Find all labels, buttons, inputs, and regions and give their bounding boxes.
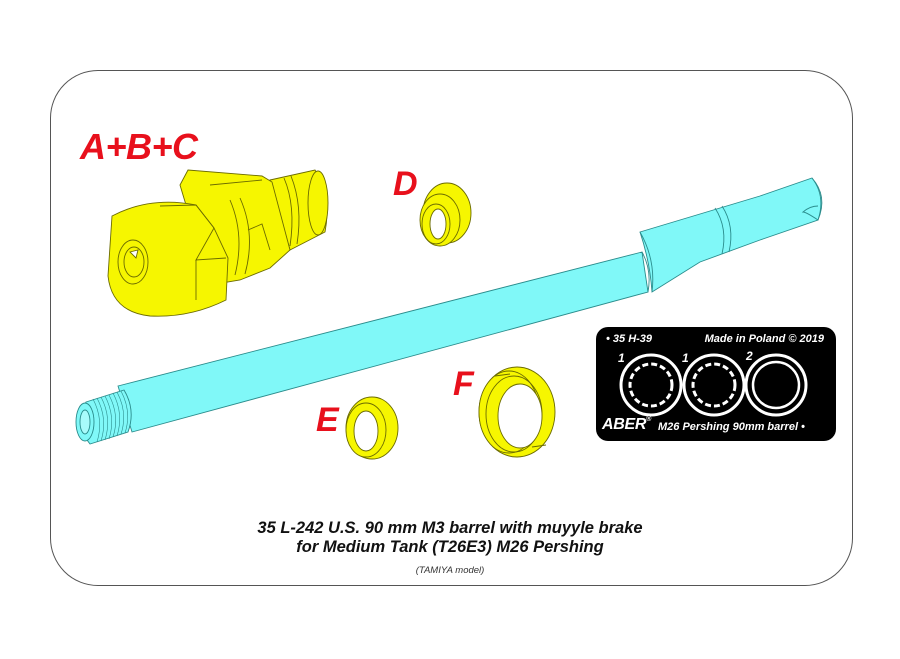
ring-e-icon [345, 396, 399, 460]
ring-number: 1 [618, 351, 625, 365]
photoetch-code: • 35 H-39 [606, 333, 653, 345]
photoetch-rings [619, 353, 808, 417]
label-d: D [393, 165, 418, 203]
ring-number: 2 [746, 349, 753, 363]
product-title: 35 L-242 U.S. 90 mm M3 barrel with muyyl… [257, 519, 643, 537]
barrel-icon [75, 177, 823, 445]
ring-number: 1 [682, 351, 689, 365]
aber-brand: ABER® [602, 416, 651, 433]
toothed-ring-icon [682, 353, 746, 417]
label-abc: A+B+C [80, 126, 198, 167]
photoetch-description: M26 Pershing 90mm barrel • [658, 421, 805, 433]
toothed-ring-icon [619, 353, 683, 417]
label-f: F [453, 365, 474, 403]
product-frame [50, 70, 853, 586]
label-e: E [316, 401, 339, 439]
ring-f-icon [478, 366, 556, 458]
plain-ring-icon [744, 353, 808, 417]
photoetch-made-in: Made in Poland © 2019 [704, 333, 824, 345]
muzzle-brake-icon [107, 169, 329, 317]
ring-d-icon [419, 182, 472, 247]
model-note: (TAMIYA model) [415, 565, 485, 576]
product-subtitle: for Medium Tank (T26E3) M26 Pershing [296, 538, 604, 556]
photoetch-plate: • 35 H-39 Made in Poland © 2019 1 1 2 AB… [596, 327, 836, 441]
